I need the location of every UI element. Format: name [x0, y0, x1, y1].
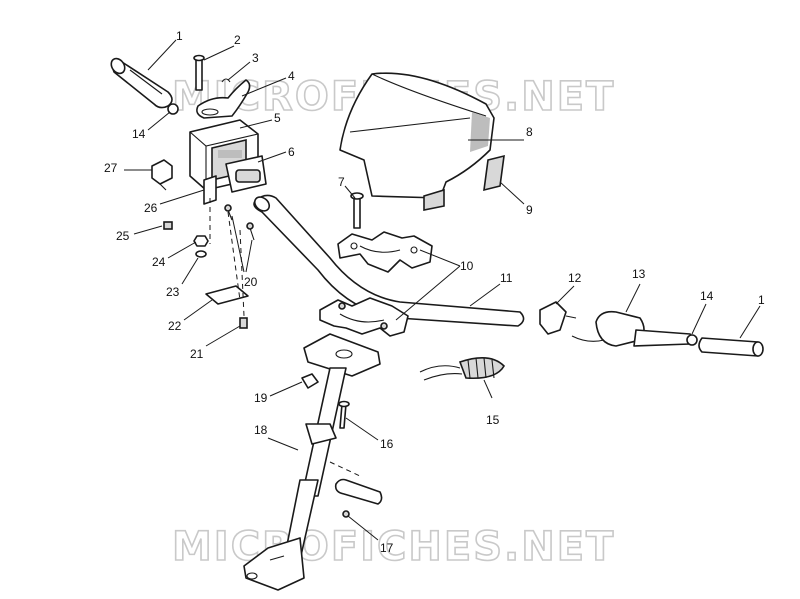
callout-26: 26 — [144, 201, 158, 215]
callout-16: 16 — [380, 437, 394, 451]
callout-21: 21 — [190, 347, 204, 361]
callout-24: 24 — [152, 255, 166, 269]
callout-6: 6 — [288, 145, 295, 159]
bushing-17 — [334, 478, 383, 518]
watermark-bottom: MICROFICHES.NET — [172, 524, 615, 570]
left-grip-washer — [167, 103, 179, 115]
callout-12: 12 — [568, 271, 582, 285]
callout-1: 1 — [176, 29, 183, 43]
callout-11: 11 — [500, 271, 513, 285]
callout-15: 15 — [486, 413, 500, 427]
callout-25: 25 — [116, 229, 130, 243]
right-grip — [698, 337, 764, 357]
nut-24 — [193, 235, 209, 247]
callout-17: 17 — [380, 541, 394, 555]
callout-18: 18 — [254, 423, 268, 437]
plate-22 — [205, 285, 249, 305]
mount-bracket — [203, 175, 217, 205]
left-grip — [110, 57, 173, 109]
brake-lever-assembly — [571, 310, 694, 347]
throttle-lever — [196, 79, 251, 119]
steering-post — [243, 367, 347, 591]
upper-clamp — [337, 231, 433, 273]
callout-23: 23 — [166, 285, 180, 299]
callout-8: 8 — [526, 125, 533, 139]
callout-14: 14 — [132, 127, 146, 141]
steering-post-plate — [303, 333, 381, 377]
washer-23 — [195, 250, 207, 258]
callout-7: 7 — [338, 175, 345, 189]
callout-2: 2 — [234, 33, 241, 47]
screw-7 — [350, 192, 364, 229]
nut-19 — [301, 373, 319, 389]
callout-numbers: 1 2 3 4 5 6 7 8 9 10 11 12 13 14 1 14 15… — [104, 29, 765, 555]
retaining-clip — [221, 78, 231, 83]
callout-5: 5 — [274, 111, 281, 125]
callout-20: 20 — [244, 275, 258, 289]
callout-27: 27 — [104, 161, 118, 175]
callout-9: 9 — [526, 203, 533, 217]
callout-4: 4 — [288, 69, 295, 83]
callout-3: 3 — [252, 51, 259, 65]
leader-lines — [124, 39, 761, 541]
housing-cover — [225, 155, 267, 193]
callout-14-right: 14 — [700, 289, 714, 303]
pivot-pin — [193, 54, 205, 91]
lower-clamp — [319, 297, 409, 337]
screw-16 — [338, 400, 350, 429]
switch-27 — [151, 159, 173, 191]
instrument-pod — [339, 72, 495, 199]
brake-switch — [539, 301, 577, 335]
screws-20 — [224, 204, 255, 241]
screw-25 — [163, 221, 173, 230]
right-grip-washer — [686, 334, 698, 346]
callout-13: 13 — [632, 267, 646, 281]
throttle-cable — [419, 357, 505, 381]
callout-1-right: 1 — [758, 293, 765, 307]
handlebar — [253, 194, 525, 327]
callout-22: 22 — [168, 319, 182, 333]
callout-19: 19 — [254, 391, 268, 405]
callout-10: 10 — [460, 259, 474, 273]
screw-21 — [239, 317, 248, 329]
pod-lens — [423, 154, 505, 211]
